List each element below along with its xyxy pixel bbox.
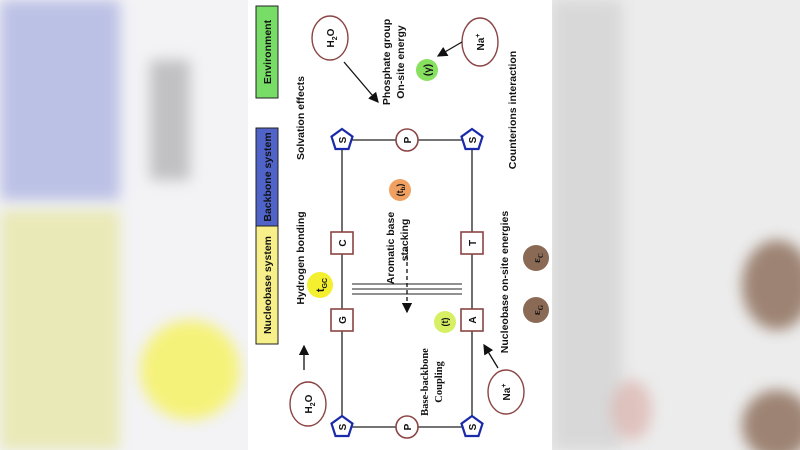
water-arrow-top [343,61,379,103]
water-top-text: H2O [326,28,339,47]
eps-g-parameter: εG [523,297,549,323]
eps-c-parameter: εC [523,245,549,271]
blur-blob [140,320,240,420]
sugar-label: S [338,423,349,430]
na-bottom-text: Na+ [501,384,513,401]
base-node-t: T [460,231,484,255]
legend-backbone: Backbone system [255,127,279,227]
sugar-label: S [338,136,349,143]
environment-box [255,5,279,99]
water-molecule-bottom: H2O [289,381,327,427]
water-bottom-text: H2O [304,394,317,413]
sugar-label: S [468,423,479,430]
counterions-label: Counterions interaction [507,51,519,169]
base-node-a: A [460,308,484,332]
tcc-label: tGC [315,278,329,292]
blurred-right-panel [552,0,800,450]
base-backbone-label-line1: Base-backbone [420,348,431,416]
phosphate-node: P [395,415,419,439]
sugar-label: S [468,136,479,143]
na-top-text: Na+ [475,34,487,51]
base-a-label: A [468,316,479,323]
sugar-node: S [460,414,484,438]
blurred-left-panel [0,0,248,450]
phosphate-label-line1: Phosphate group [381,19,393,105]
sugar-node: S [330,414,354,438]
sodium-arrow-bottom [483,343,499,369]
blur-blob [612,380,652,440]
base-backbone-label-line2: Coupling [434,361,445,403]
sodium-ion-bottom: Na+ [487,369,525,415]
blur-blob [0,210,120,450]
tb-label: (tb) [395,184,407,197]
environment-label: Environment [262,19,274,84]
base-node-c: C [330,231,354,255]
sodium-arrow-top [436,41,463,57]
sugar-node: S [330,127,354,151]
gamma-parameter: (γ) [416,59,438,81]
water-molecule-top: H2O [311,15,349,61]
blur-blob [742,240,800,330]
t-parameter: (t) [434,311,456,333]
blur-blob [552,0,622,450]
legend-environment: Environment [255,5,279,99]
blur-blob [742,390,800,450]
eps-c-label: εC [531,253,545,263]
sodium-ion-top: Na+ [461,17,499,67]
phosphate-node: P [395,128,419,152]
phosphate-label: P [403,423,414,430]
aromatic-label-line2: stacking [399,219,411,262]
aromatic-label-line1: Aromatic base [385,212,397,285]
hydrogen-bonding-label: Hydrogen bonding [295,211,307,304]
gamma-label: (γ) [423,64,434,76]
solvation-label: Solvation effects [295,76,307,160]
nucleobase-box [255,225,279,345]
blur-blob [150,60,190,180]
base-g-label: G [338,316,349,324]
base-t-label: T [468,240,479,246]
dna-model-diagram: Environment Backbone system Nucleobase s… [248,0,552,450]
sugar-node: S [460,127,484,151]
base-c-label: C [338,239,349,246]
backbone-label: Backbone system [262,132,274,221]
t-label: (t) [440,318,450,327]
phosphate-label: P [403,136,414,143]
base-node-g: G [330,308,354,332]
tcc-parameter: tGC [307,272,333,298]
tb-parameter: (tb) [389,179,411,201]
legend-nucleobase: Nucleobase system [255,225,279,345]
blur-blob [0,0,120,200]
eps-g-label: εG [531,304,545,315]
nucleobase-label: Nucleobase system [262,236,274,334]
nucleobase-onsite-label: Nucleobase on-site energies [499,211,511,354]
phosphate-label-line2: On-site energy [395,25,407,99]
